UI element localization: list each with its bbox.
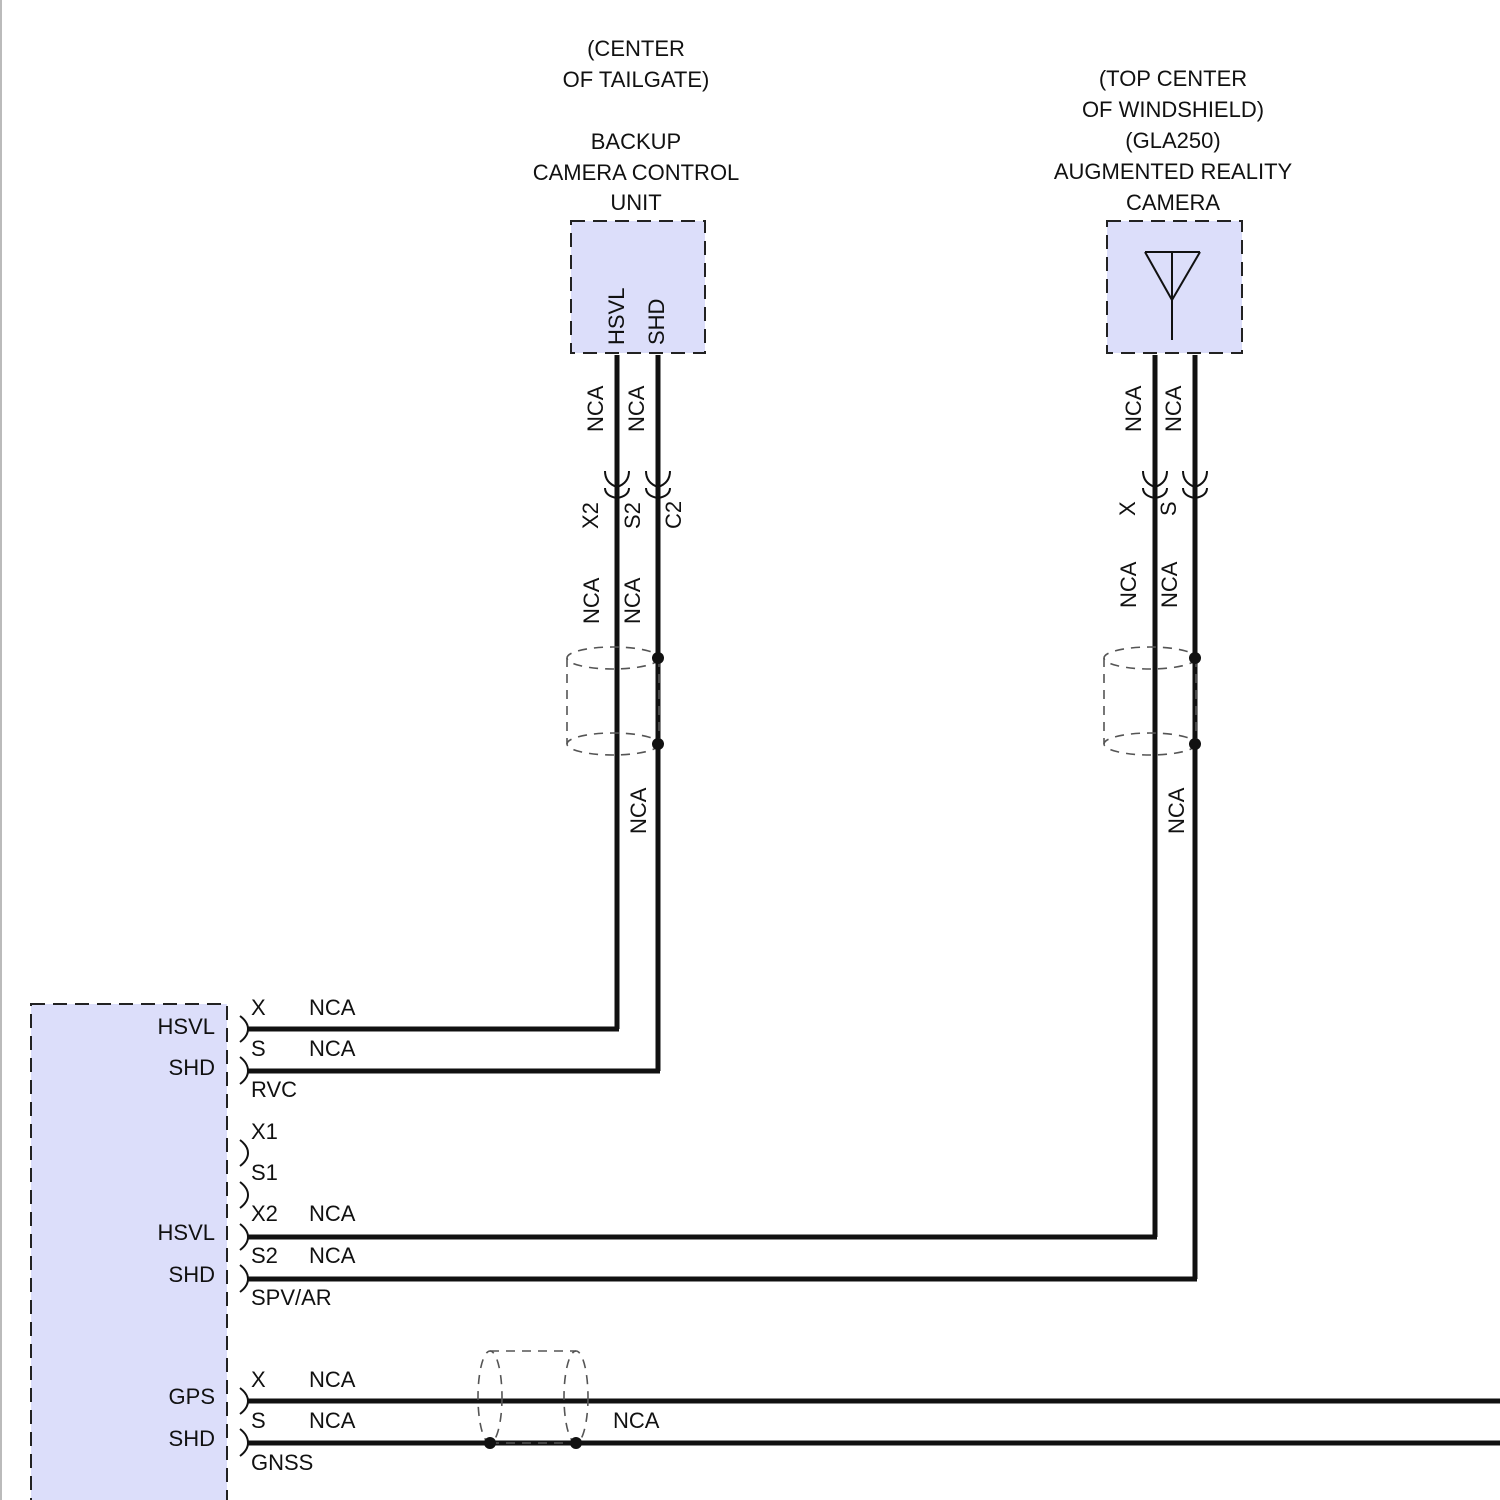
backup-wire-label-upper-right: NCA — [624, 385, 649, 432]
backup-connector-x2: X2 — [578, 502, 603, 529]
ar-connector-x: X — [1115, 501, 1140, 516]
gnss-group-name: GNSS — [251, 1450, 313, 1475]
backup-shield-splice-top — [652, 652, 664, 664]
backup-camera-name-line-3: UNIT — [610, 190, 661, 215]
gnss-shield-splice-left — [484, 1437, 496, 1449]
backup-shield-splice-bottom — [652, 738, 664, 750]
spv-wire-label-x2: NCA — [309, 1201, 356, 1226]
spv-group-name: SPV/AR — [251, 1285, 332, 1310]
spv-pin-shd: SHD — [169, 1262, 215, 1287]
rvc-wire-label-x: NCA — [309, 995, 356, 1020]
backup-camera-box — [571, 221, 705, 353]
ar-camera-box — [1107, 221, 1242, 353]
spv-connector-symbols — [240, 1224, 248, 1292]
spv-wire-label-s2: NCA — [309, 1243, 356, 1268]
ar-camera-location-line-1: (TOP CENTER — [1099, 66, 1247, 91]
spv-unused-connector-symbols — [240, 1140, 248, 1208]
gnss-term-s: S — [251, 1408, 266, 1433]
ar-camera-location-line-2: OF WINDSHIELD) — [1082, 97, 1264, 122]
ar-wire-label-upper-right: NCA — [1161, 385, 1186, 432]
rvc-connector-symbols — [240, 1016, 248, 1084]
ar-camera-location-line-3: (GLA250) — [1125, 128, 1220, 153]
gnss-pin-shd: SHD — [169, 1426, 215, 1451]
ar-shield-splice-top — [1189, 652, 1201, 664]
spv-term-x1: X1 — [251, 1119, 278, 1144]
backup-wire-label-upper-left: NCA — [583, 385, 608, 432]
backup-camera-location-line-2: OF TAILGATE) — [563, 67, 710, 92]
backup-camera-name-line-2: CAMERA CONTROL — [533, 160, 740, 185]
ar-wire-label-after-shield: NCA — [1164, 787, 1189, 834]
gnss-wire-label-s: NCA — [309, 1408, 356, 1433]
gnss-wire-label-after-shield: NCA — [613, 1408, 660, 1433]
backup-wire-label-lower-right: NCA — [620, 577, 645, 624]
backup-connector-c2: C2 — [661, 501, 686, 529]
rvc-wire-label-s: NCA — [309, 1036, 356, 1061]
ar-connector-s: S — [1156, 501, 1181, 516]
ar-camera-name-line-2: CAMERA — [1126, 190, 1220, 215]
rvc-term-s: S — [251, 1036, 266, 1061]
ar-shield-splice-bottom — [1189, 738, 1201, 750]
backup-wire-label-lower-left: NCA — [579, 577, 604, 624]
backup-camera-name-line-1: BACKUP — [591, 129, 681, 154]
backup-camera-control-unit: (CENTER OF TAILGATE) BACKUP CAMERA CONTR… — [533, 36, 740, 1071]
rvc-pin-hsvl: HSVL — [158, 1014, 215, 1039]
backup-camera-location-line-1: (CENTER — [587, 36, 685, 61]
gnss-shield-splice-right — [570, 1437, 582, 1449]
ar-wire-label-upper-left: NCA — [1121, 385, 1146, 432]
ar-wire-label-lower-right: NCA — [1157, 561, 1182, 608]
augmented-reality-camera: (TOP CENTER OF WINDSHIELD) (GLA250) AUGM… — [1054, 66, 1293, 1279]
spv-term-x2: X2 — [251, 1201, 278, 1226]
main-unit: HSVL SHD X S NCA NCA RVC X1 S1 HSVL SHD … — [31, 995, 1500, 1500]
gnss-connector-symbols — [240, 1388, 248, 1456]
backup-camera-pin-hsvl: HSVL — [604, 288, 629, 345]
rvc-term-x: X — [251, 995, 266, 1020]
ar-wire-label-lower-left: NCA — [1116, 561, 1141, 608]
backup-wire-label-after-shield: NCA — [626, 787, 651, 834]
gnss-wire-label-x: NCA — [309, 1367, 356, 1392]
rvc-pin-shd: SHD — [169, 1055, 215, 1080]
rvc-group-name: RVC — [251, 1077, 297, 1102]
spv-term-s2: S2 — [251, 1243, 278, 1268]
backup-camera-pin-shd: SHD — [644, 299, 669, 345]
backup-shield-symbol — [567, 647, 659, 755]
gnss-shield-symbol — [478, 1351, 588, 1443]
spv-term-s1: S1 — [251, 1160, 278, 1185]
gnss-term-x: X — [251, 1367, 266, 1392]
ar-camera-name-line-1: AUGMENTED REALITY — [1054, 159, 1293, 184]
backup-connector-s2: S2 — [620, 502, 645, 529]
spv-pin-hsvl: HSVL — [158, 1220, 215, 1245]
ar-shield-symbol — [1104, 647, 1196, 755]
gnss-pin-gps: GPS — [169, 1384, 215, 1409]
